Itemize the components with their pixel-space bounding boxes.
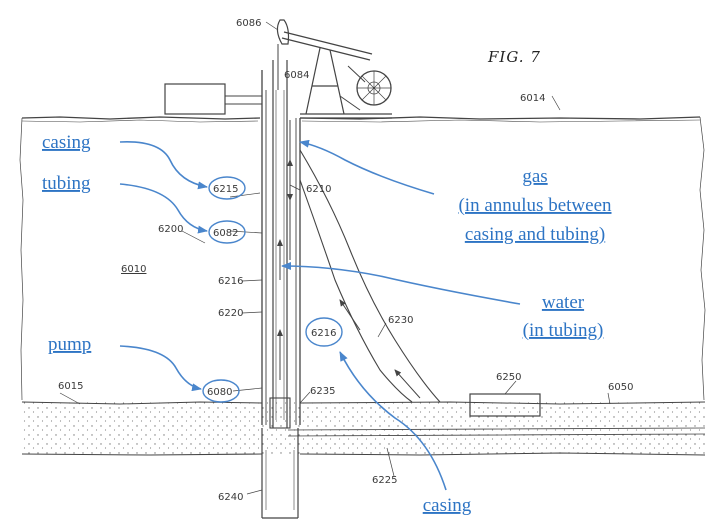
annotation-water-line1: water — [542, 292, 585, 313]
annotation-water-line2: (in tubing) — [523, 320, 604, 341]
ref-6014: 6014 — [520, 93, 545, 104]
annotation-tubing: tubing — [42, 173, 91, 194]
ref-6230: 6230 — [388, 315, 413, 326]
figure-label: FIG. 7 — [487, 48, 541, 66]
ref-6210: 6210 — [306, 184, 331, 195]
ref-6240: 6240 — [218, 492, 243, 503]
ref-6220: 6220 — [218, 308, 243, 319]
ref-6050: 6050 — [608, 382, 633, 393]
ref-6225: 6225 — [372, 475, 397, 486]
ref-6216-upper: 6216 — [218, 276, 243, 287]
ref-6216-lower: 6216 — [311, 328, 336, 339]
ref-6010: 6010 — [121, 264, 146, 275]
ref-6235: 6235 — [310, 386, 335, 397]
annotation-casing-top: casing — [42, 132, 91, 153]
annotation-gas-line1: gas — [522, 166, 547, 187]
ref-6015: 6015 — [58, 381, 83, 392]
formation-layer — [22, 402, 705, 455]
ref-6080: 6080 — [207, 387, 232, 398]
ref-6084: 6084 — [284, 70, 309, 81]
ref-6082: 6082 — [213, 228, 238, 239]
annotation-gas-line2: (in annulus between — [458, 195, 612, 216]
ref-6215: 6215 — [213, 184, 238, 195]
ground-surface — [20, 117, 705, 400]
ref-6200: 6200 — [158, 224, 183, 235]
ref-6086: 6086 — [236, 18, 261, 29]
ref-6250: 6250 — [496, 372, 521, 383]
annotation-casing-bottom: casing — [423, 495, 472, 516]
annotation-gas-line3: casing and tubing) — [465, 224, 605, 245]
annotation-pump: pump — [48, 334, 91, 355]
pump-jack — [165, 20, 392, 118]
